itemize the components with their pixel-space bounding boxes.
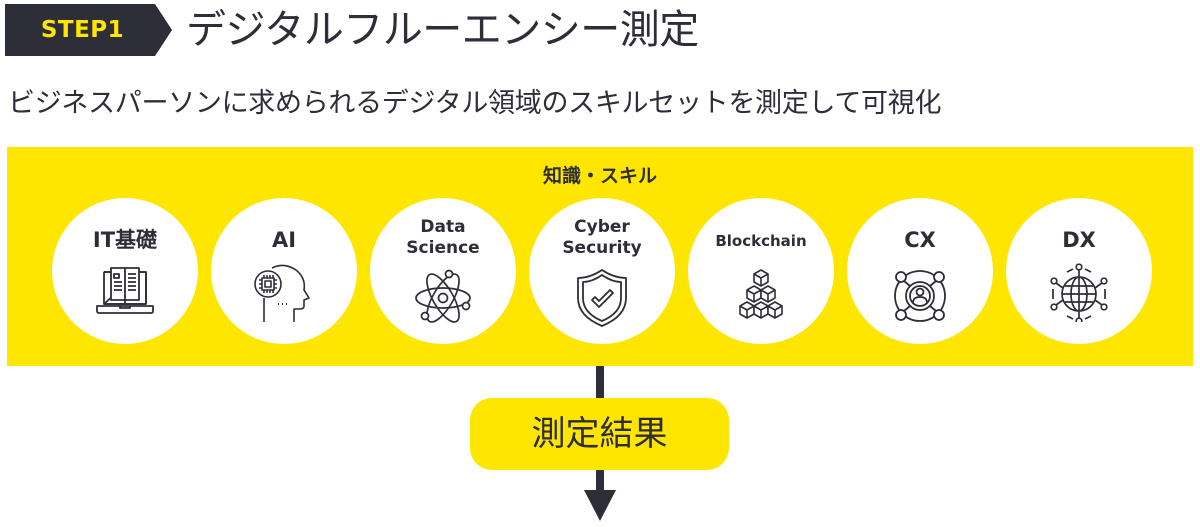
shield-check-icon [577,269,627,327]
flow-arrow-stem-bottom [596,470,604,492]
skill-label: AI [271,228,297,252]
skill-blockchain: Blockchain [688,198,834,344]
skill-label-line1: Cyber [574,217,630,237]
skill-label-line2: Science [406,238,480,258]
ai-head-chip-icon [254,264,310,322]
skill-cyber-security: Cyber Security [529,198,675,344]
page-subtitle: ビジネスパーソンに求められるデジタル領域のスキルセットを測定して可視化 [8,88,942,119]
skill-label: DX [1062,228,1096,252]
page-title: デジタルフルーエンシー測定 [186,7,699,53]
down-arrow-icon [584,490,616,521]
skills-panel-title: 知識・スキル [542,165,657,187]
measurement-result-box: 測定結果 [470,398,729,470]
skills-panel: 知識・スキル IT基礎 AI Data Science [7,147,1193,366]
skill-label: CX [904,228,936,252]
skill-label-line2: Security [562,238,642,258]
skill-label: Data Science [370,217,516,259]
customer-network-icon [894,270,946,322]
skill-dx: DX [1006,198,1152,344]
step-badge-shape [5,4,172,56]
globe-network-icon [1050,263,1108,322]
skill-label: IT基礎 [92,228,158,252]
skill-ai: AI [211,198,357,344]
stacked-cubes-icon [739,269,783,319]
skill-it-basics: IT基礎 [52,198,198,344]
flow-arrow-stem-top [596,366,604,398]
skill-label-line1: Data [420,217,466,237]
skill-label: Blockchain [715,232,807,250]
skill-data-science: Data Science [370,198,516,344]
atom-icon [415,269,471,323]
skill-cx: CX [847,198,993,344]
step-badge: STEP1 [5,4,172,56]
step-label: STEP1 [40,17,125,43]
laptop-book-icon [96,267,154,314]
skill-label: Cyber Security [529,217,675,259]
